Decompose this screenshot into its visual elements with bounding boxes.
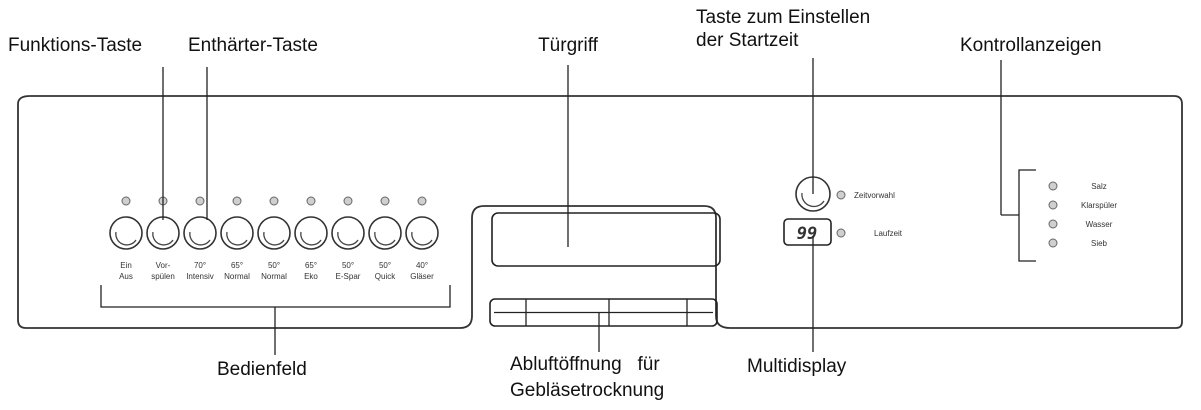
preset-led bbox=[836, 190, 846, 200]
callout-vent-line2: Gebläsetrocknung bbox=[510, 380, 664, 401]
callout-softener-key: Enthärter-Taste bbox=[188, 35, 318, 56]
program-buttons bbox=[109, 216, 439, 250]
indicator-led-filter bbox=[1048, 238, 1058, 248]
program-label-bottom: spülen bbox=[151, 272, 175, 281]
callout-function-key: Funktions-Taste bbox=[8, 35, 142, 56]
program-led bbox=[121, 196, 131, 206]
indicator-led-rinse-aid bbox=[1048, 200, 1058, 210]
vent-opening bbox=[489, 298, 718, 327]
program-label-top: 70° bbox=[194, 261, 206, 270]
program-led bbox=[343, 196, 353, 206]
program-led bbox=[269, 196, 279, 206]
program-label-bottom: Aus bbox=[119, 272, 133, 281]
indicator-label-rinse-aid: Klarspüler bbox=[1081, 201, 1117, 210]
program-label-bottom: E-Spar bbox=[336, 272, 361, 281]
program-button-espar-50[interactable] bbox=[331, 216, 365, 250]
multidisplay-value: 99 bbox=[797, 224, 817, 244]
callout-indicators: Kontrollanzeigen bbox=[960, 35, 1102, 56]
program-label-bottom: Normal bbox=[261, 272, 287, 281]
program-button-normal-50[interactable] bbox=[257, 216, 291, 250]
program-label-top: 65° bbox=[231, 261, 243, 270]
program-label-bottom: Gläser bbox=[410, 272, 434, 281]
indicator-lights: Salz Klarspüler Wasser Sieb bbox=[1048, 181, 1117, 248]
program-led bbox=[306, 196, 316, 206]
multidisplay bbox=[783, 218, 832, 246]
program-label-top: 50° bbox=[379, 261, 391, 270]
program-label-top: 40° bbox=[416, 261, 428, 270]
program-label-bottom: Quick bbox=[375, 272, 396, 281]
program-button-eko-65[interactable] bbox=[294, 216, 328, 250]
door-handle[interactable] bbox=[491, 212, 721, 267]
program-label-top: Vor- bbox=[156, 261, 171, 270]
indicators-bracket bbox=[1001, 169, 1036, 262]
program-label-bottom: Intensiv bbox=[186, 272, 214, 281]
callout-start-time-line2: der Startzeit bbox=[696, 30, 799, 51]
callout-control-panel: Bedienfeld bbox=[217, 359, 307, 380]
preset-label: Zeitvorwahl bbox=[854, 191, 895, 200]
control-panel-outline bbox=[17, 95, 1183, 329]
program-button-normal-65[interactable] bbox=[220, 216, 254, 250]
program-led bbox=[417, 196, 427, 206]
indicator-led-salt bbox=[1048, 181, 1058, 191]
program-button-on-off[interactable] bbox=[109, 216, 143, 250]
program-label-top: 50° bbox=[342, 261, 354, 270]
indicator-led-water bbox=[1048, 219, 1058, 229]
runtime-label: Laufzeit bbox=[874, 229, 903, 238]
program-button-glass-40[interactable] bbox=[405, 216, 439, 250]
callout-multidisplay: Multidisplay bbox=[747, 356, 847, 377]
program-button-intensive-70[interactable] bbox=[183, 216, 217, 250]
program-labels: Ein Aus Vor- spülen 70° Intensiv 65° Nor… bbox=[119, 261, 434, 281]
callout-start-time-line1: Taste zum Einstellen bbox=[696, 7, 870, 28]
program-button-prewash[interactable] bbox=[146, 216, 180, 250]
control-panel-bracket bbox=[100, 285, 451, 355]
program-led bbox=[195, 196, 205, 206]
callout-door-handle: Türgriff bbox=[538, 35, 599, 56]
callout-vent-line1: Abluftöffnung für bbox=[510, 354, 660, 375]
program-label-bottom: Normal bbox=[224, 272, 250, 281]
program-label-top: 65° bbox=[305, 261, 317, 270]
indicator-label-salt: Salz bbox=[1091, 182, 1107, 191]
program-button-quick-50[interactable] bbox=[368, 216, 402, 250]
program-label-bottom: Eko bbox=[304, 272, 318, 281]
program-label-top: 50° bbox=[268, 261, 280, 270]
program-led bbox=[232, 196, 242, 206]
program-label-top: Ein bbox=[120, 261, 132, 270]
runtime-led bbox=[836, 228, 846, 238]
indicator-label-water: Wasser bbox=[1086, 220, 1113, 229]
program-led bbox=[380, 196, 390, 206]
indicator-label-filter: Sieb bbox=[1091, 239, 1108, 248]
